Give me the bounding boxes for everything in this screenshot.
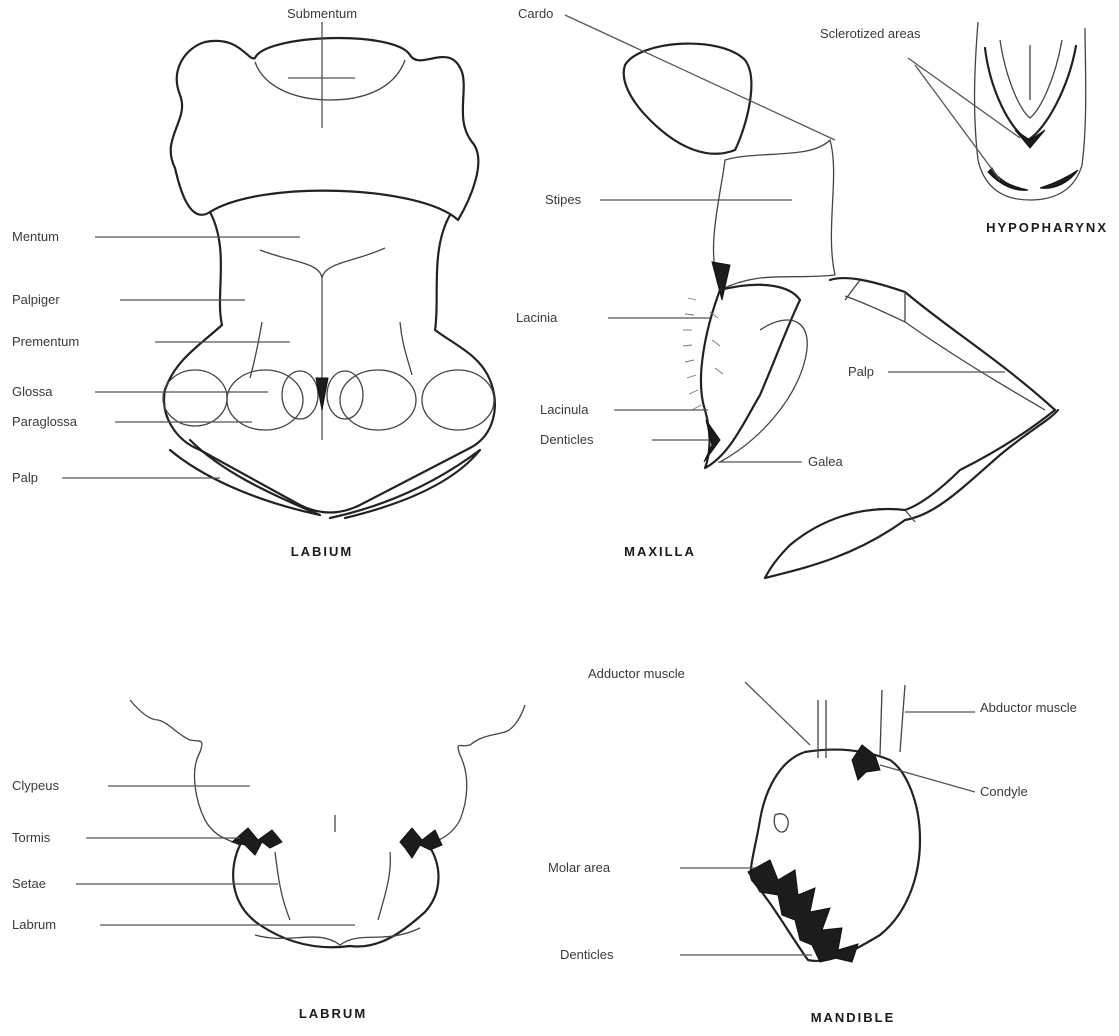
label-condyle: Condyle [980,784,1028,799]
labrum-main-shape [233,845,438,947]
caption-hypopharynx: HYPOPHARYNX [986,220,1108,235]
label-labrum: Labrum [12,917,56,932]
label-cardo: Cardo [518,6,553,21]
label-adductor-muscle: Adductor muscle [588,666,685,681]
label-mentum: Mentum [12,229,59,244]
label-mandible-denticles: Denticles [560,947,614,962]
label-maxilla-denticles: Denticles [540,432,594,447]
labrum-figure [76,700,525,947]
maxilla-cardo-shape [624,44,752,154]
labium-submentum-inner [255,60,405,100]
label-palpiger: Palpiger [12,292,60,307]
mandible-abductor-muscle [880,690,882,755]
label-glossa: Glossa [12,384,53,399]
labium-figure [62,22,495,518]
label-stipes: Stipes [545,192,582,207]
label-galea: Galea [808,454,843,469]
caption-labrum: LABRUM [299,1006,367,1021]
label-abductor-text: Abductor muscle [980,700,1077,715]
mandible-figure [680,682,975,962]
maxilla-figure [565,15,1058,578]
label-molar-area: Molar area [548,860,611,875]
label-lacinia: Lacinia [516,310,558,325]
label-labium-palp: Palp [12,470,38,485]
maxilla-stipes-shape [714,140,835,290]
maxilla-palp-shape [765,278,1058,578]
caption-labium: LABIUM [291,544,354,559]
labrum-right-arm [428,705,525,845]
label-paraglossa: Paraglossa [12,414,78,429]
mandible-denticles [748,860,858,962]
caption-maxilla: MAXILLA [624,544,696,559]
label-abductor-muscle: Abductor muscle [980,700,1077,715]
label-sclerotized-areas: Sclerotized areas [820,26,921,41]
hypopharynx-figure [908,22,1086,200]
label-tormis: Tormis [12,830,51,845]
label-submentum: Submentum [287,6,357,21]
label-clypeus: Clypeus [12,778,59,793]
labrum-left-arm [130,700,240,845]
labrum-right-torma [400,828,442,858]
labium-submentum-shape [171,38,479,220]
label-setae: Setae [12,876,46,891]
label-lacinula: Lacinula [540,402,589,417]
caption-mandible: MANDIBLE [811,1010,896,1025]
label-maxilla-palp: Palp [848,364,874,379]
label-prementum: Prementum [12,334,79,349]
labium-prementum-shape [164,212,495,513]
labrum-left-torma [232,828,282,855]
labium-mentum-line [260,248,385,278]
